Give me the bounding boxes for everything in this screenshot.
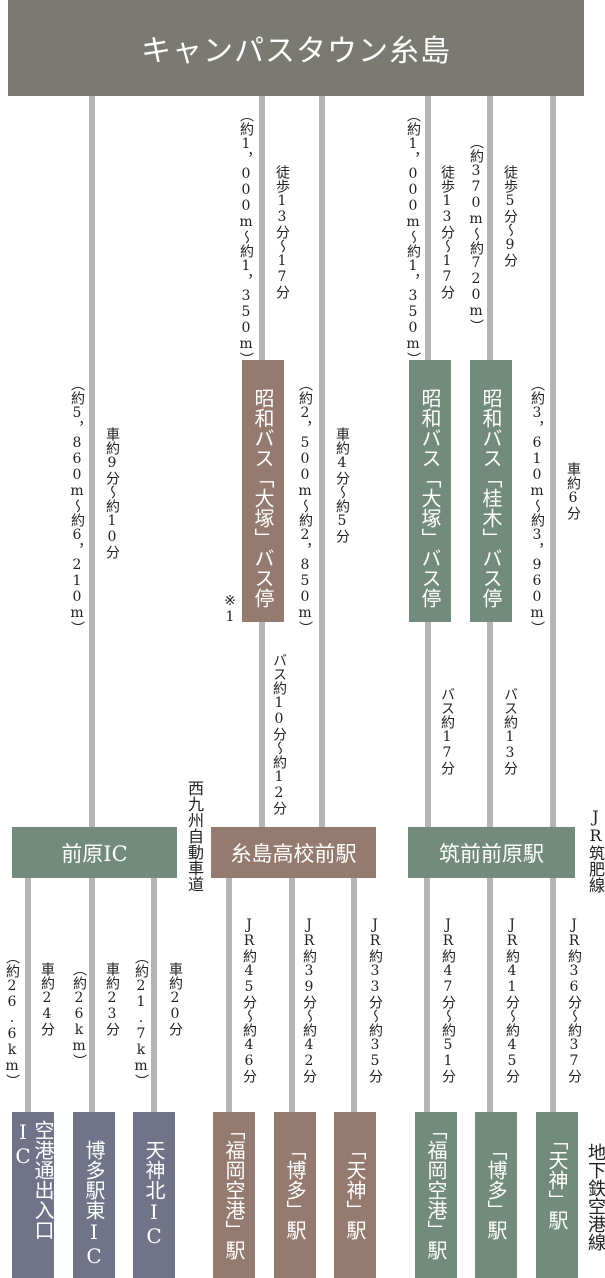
car-time-label: 車約24分 bbox=[39, 962, 55, 1036]
walk-time-label: 徒歩13分〜17分 bbox=[439, 165, 455, 299]
hub-chikuzen-maebaru-station: 筑前前原駅 bbox=[408, 827, 575, 878]
route-line bbox=[319, 96, 325, 827]
bus-time-label: バス約13分 bbox=[502, 687, 518, 775]
distance-label: （約26.6km） bbox=[4, 950, 20, 1088]
bus-stop-otsuka: 昭和バス「大塚」バス停 bbox=[242, 360, 284, 622]
bus-stop-katsuragi: 昭和バス「桂木」バス停 bbox=[470, 360, 512, 622]
destination-fukuoka-airport-station: 「福岡空港」駅 bbox=[415, 1112, 457, 1278]
distance-label: （約2，500m〜約2，850m） bbox=[297, 377, 313, 635]
distance-label: （約1，000m〜約1，350m） bbox=[238, 108, 254, 366]
footnote-mark: ※1 bbox=[222, 593, 238, 625]
destination-fukuoka-airport-station: 「福岡空港」駅 bbox=[213, 1112, 255, 1278]
jr-time-label: JR約41分〜約45分 bbox=[504, 917, 520, 1083]
destination-hakata-station: 「博多」駅 bbox=[475, 1112, 517, 1278]
hub-itoshima-koko-mae-station: 糸島高校前駅 bbox=[211, 827, 376, 878]
route-line bbox=[487, 96, 493, 360]
origin-header: キャンパスタウン糸島 bbox=[8, 0, 584, 96]
destination-tenjin-station: 「天神」駅 bbox=[536, 1112, 578, 1278]
destination-hakata-eki-higashi-ic: 博多駅東IC bbox=[73, 1112, 115, 1278]
car-time-label: 車約9分〜約10分 bbox=[104, 427, 120, 559]
route-line bbox=[425, 96, 431, 360]
walk-time-label: 徒歩13分〜17分 bbox=[274, 165, 290, 299]
hub-maebaru-ic: 前原IC bbox=[12, 827, 177, 878]
car-time-label: 車約20分 bbox=[167, 962, 183, 1036]
destination-kuko-dori-ic: 空港通出入口IC bbox=[11, 1112, 55, 1278]
bus-time-label: バス約10分〜約12分 bbox=[271, 653, 287, 815]
bus-stop-otsuka: 昭和バス「大塚」バス停 bbox=[409, 360, 451, 622]
car-time-label: 車約6分 bbox=[565, 462, 581, 520]
route-line bbox=[89, 878, 95, 1112]
route-line bbox=[425, 622, 431, 827]
route-line bbox=[487, 878, 493, 1112]
distance-label: （約1，000m〜約1，350m） bbox=[405, 108, 421, 366]
route-line bbox=[259, 622, 265, 827]
route-line bbox=[226, 878, 232, 1112]
distance-label: （約5，860m〜約6，210m） bbox=[69, 377, 85, 635]
route-line bbox=[487, 622, 493, 827]
jr-time-label: JR約33分〜約35分 bbox=[367, 917, 383, 1083]
expressway-name: 西九州自動車道 bbox=[185, 780, 204, 892]
distance-label: （約3，610m〜約3，960m） bbox=[529, 377, 545, 635]
distance-label: （約21.7km） bbox=[133, 950, 149, 1088]
destination-hakata-station: 「博多」駅 bbox=[274, 1112, 316, 1278]
route-line bbox=[550, 96, 556, 827]
destination-tenjin-kita-ic: 天神北IC bbox=[133, 1112, 175, 1278]
destination-tenjin-station: 「天神」駅 bbox=[334, 1112, 376, 1278]
route-line bbox=[424, 878, 430, 1112]
walk-time-label: 徒歩5分〜9分 bbox=[502, 165, 518, 267]
jr-line-name: JR筑肥線 bbox=[586, 807, 605, 893]
route-line bbox=[550, 878, 556, 1112]
route-line bbox=[259, 96, 265, 360]
jr-time-label: JR約47分〜約51分 bbox=[440, 917, 456, 1083]
route-line bbox=[89, 96, 95, 827]
car-time-label: 車約4分〜約5分 bbox=[334, 427, 350, 543]
distance-label: （約26km） bbox=[71, 962, 87, 1068]
jr-time-label: JR約39分〜約42分 bbox=[301, 917, 317, 1083]
route-line bbox=[289, 878, 295, 1112]
route-line bbox=[351, 878, 357, 1112]
subway-line-name: 地下鉄空港線 bbox=[585, 1143, 605, 1251]
car-time-label: 車約23分 bbox=[104, 962, 120, 1036]
jr-time-label: JR約36分〜約37分 bbox=[566, 917, 582, 1083]
distance-label: （約370m〜約720m） bbox=[468, 135, 484, 333]
route-line bbox=[151, 878, 157, 1112]
jr-time-label: JR約45分〜約46分 bbox=[241, 917, 257, 1083]
bus-time-label: バス約17分 bbox=[439, 687, 455, 775]
route-line bbox=[25, 878, 31, 1112]
